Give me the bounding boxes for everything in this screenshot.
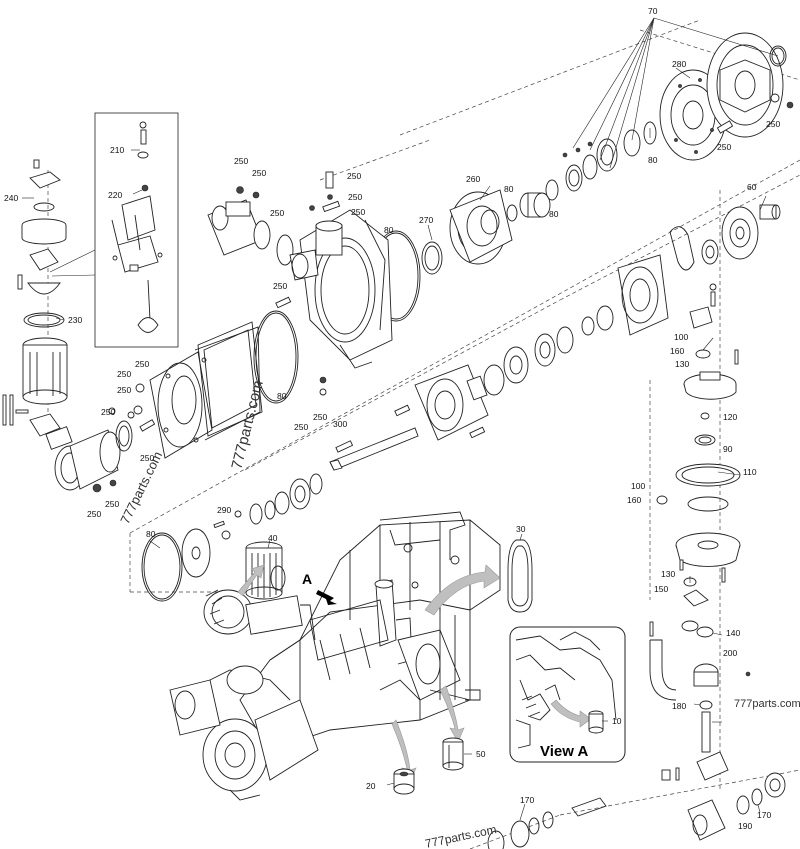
callout-80-d: 80 xyxy=(384,225,394,235)
callout-50: 50 xyxy=(476,749,486,759)
callout-60: 60 xyxy=(747,182,757,192)
callout-250-a: 250 xyxy=(766,119,780,129)
pump-cover-left xyxy=(149,326,261,459)
callout-250-h: 250 xyxy=(270,208,284,218)
callout-110: 110 xyxy=(743,467,757,477)
oil-filter-50 xyxy=(442,737,464,771)
callout-250-d: 250 xyxy=(252,168,266,178)
callout-250-i: 250 xyxy=(273,281,287,291)
callout-100-a: 100 xyxy=(674,332,688,342)
callout-250-f: 250 xyxy=(348,192,362,202)
breather-filter-assembly xyxy=(2,159,68,437)
callout-250-l: 250 xyxy=(117,385,131,395)
impeller-and-seal xyxy=(421,189,513,275)
callout-240: 240 xyxy=(4,193,18,203)
watermark-3: 777parts.com xyxy=(734,698,800,710)
inset-detail-box xyxy=(49,112,179,348)
callout-260: 260 xyxy=(466,174,480,184)
drive-shaft xyxy=(329,427,419,471)
callout-250-e: 250 xyxy=(347,171,361,181)
callout-120: 120 xyxy=(723,412,737,422)
watermark-4: 777parts.com xyxy=(424,822,498,849)
callout-40: 40 xyxy=(268,533,278,543)
callout-170-a: 170 xyxy=(520,795,534,805)
engine-radiator-frame xyxy=(379,511,481,701)
callout-220: 220 xyxy=(108,190,122,200)
o-rings-lower-left xyxy=(141,528,231,602)
callout-250-b: 250 xyxy=(717,142,731,152)
callout-90: 90 xyxy=(723,444,733,454)
bottom-right-gear-assembly xyxy=(487,751,786,849)
mechanical-seal-stack xyxy=(506,121,657,222)
right-vertical-stack xyxy=(649,283,751,753)
gearbox-housing xyxy=(483,254,669,396)
callout-250-k: 250 xyxy=(117,369,131,379)
view-a-inset: View A xyxy=(509,626,626,763)
callout-290: 290 xyxy=(217,505,231,515)
engine-machine-assembly xyxy=(239,519,501,741)
callout-300: 300 xyxy=(333,419,347,429)
callout-250-m: 250 xyxy=(101,407,115,417)
callout-250-g: 250 xyxy=(351,207,365,217)
gasket-plate xyxy=(197,321,263,437)
pump-volute-housing xyxy=(275,171,393,396)
callout-200: 200 xyxy=(723,648,737,658)
callout-numbers: 70 280 250 250 80 80 80 260 270 80 60 25… xyxy=(4,6,780,831)
callout-250-r: 250 xyxy=(294,422,308,432)
callout-80-a: 80 xyxy=(648,155,658,165)
callout-160-b: 160 xyxy=(627,495,641,505)
callout-80-e: 80 xyxy=(277,391,287,401)
callout-250-p: 250 xyxy=(87,509,101,519)
view-a-label: View A xyxy=(540,743,589,760)
bearing-carrier xyxy=(394,364,489,441)
lower-pump-unit xyxy=(169,665,319,801)
o-rings-left xyxy=(253,230,421,404)
callout-250-j: 250 xyxy=(135,359,149,369)
callout-130-b: 130 xyxy=(661,569,675,579)
callout-20: 20 xyxy=(366,781,376,791)
callout-270: 270 xyxy=(419,215,433,225)
v-belt xyxy=(507,539,533,613)
callout-70: 70 xyxy=(648,6,658,16)
callout-30: 30 xyxy=(516,524,526,534)
pulley-and-belt-right xyxy=(669,204,781,271)
view-a-marker: A xyxy=(302,571,337,605)
callout-140: 140 xyxy=(726,628,740,638)
left-motor-unit xyxy=(203,589,316,641)
small-pump-valve xyxy=(207,186,294,266)
callout-250-o: 250 xyxy=(105,499,119,509)
callout-210: 210 xyxy=(110,145,124,155)
callout-170-b: 170 xyxy=(757,810,771,820)
callout-80-b: 80 xyxy=(504,184,514,194)
marker-a-label: A xyxy=(302,571,312,587)
inset-parts xyxy=(111,121,163,333)
callout-80-c: 80 xyxy=(549,209,559,219)
callout-250-q: 250 xyxy=(313,412,327,422)
callout-180: 180 xyxy=(672,701,686,711)
callout-280: 280 xyxy=(672,59,686,69)
callout-150: 150 xyxy=(654,584,668,594)
leader-lines xyxy=(22,17,779,821)
air-filter-element xyxy=(245,541,286,600)
callout-100-b: 100 xyxy=(631,481,645,491)
shaft-bearings-lower xyxy=(213,473,323,529)
callout-10: 10 xyxy=(612,716,622,726)
callout-250-c: 250 xyxy=(234,156,248,166)
inlet-flange-assembly xyxy=(45,383,156,493)
callout-190: 190 xyxy=(738,821,752,831)
callout-230: 230 xyxy=(68,315,82,325)
end-housing xyxy=(706,32,794,138)
callout-130-a: 130 xyxy=(675,359,689,369)
callout-80-f: 80 xyxy=(146,529,156,539)
callout-160-a: 160 xyxy=(670,346,684,356)
callout-250-n: 250 xyxy=(140,453,154,463)
fuel-filter-20 xyxy=(393,768,415,795)
